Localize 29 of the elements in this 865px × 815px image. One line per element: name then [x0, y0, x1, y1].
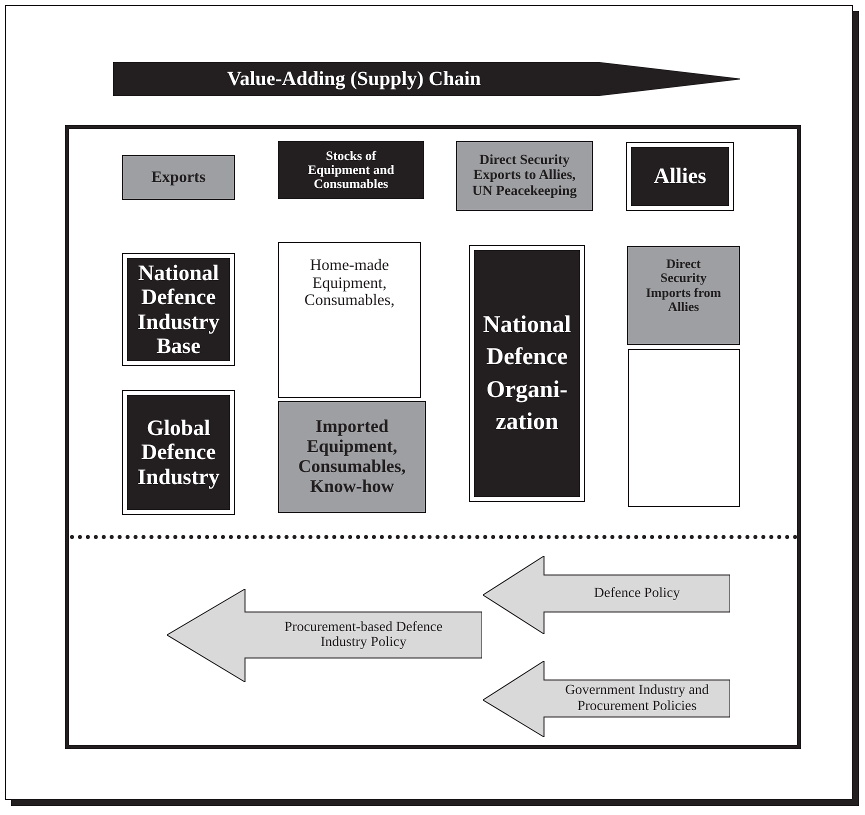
- box-label: Allies: [654, 164, 706, 189]
- process-box: [122, 155, 235, 200]
- process-box: [278, 141, 424, 199]
- pointer-banner: [483, 556, 730, 634]
- chain-banner: [113, 62, 740, 96]
- box-label: Home-made Equipment, Consumables,: [303, 257, 396, 310]
- process-box: [456, 141, 593, 211]
- process-box: [122, 253, 235, 366]
- box-label: Procurement-based Defence Industry Policy: [283, 620, 444, 650]
- process-box: [626, 142, 734, 211]
- process-box: [627, 246, 740, 345]
- banner-label: Value-Adding (Supply) Chain: [227, 68, 481, 90]
- box-label: Direct Security Exports to Allies, UN Peacekeeping: [471, 152, 578, 200]
- pointer-banner: [483, 661, 730, 737]
- process-box: [469, 245, 585, 502]
- box-label: Stocks of Equipment and Consumables: [306, 148, 396, 192]
- box-label: National Defence Industry Base: [136, 261, 220, 358]
- process-box: [278, 242, 421, 398]
- box-label: Exports: [151, 168, 206, 186]
- box-label: Defence Policy: [594, 586, 680, 602]
- box-label: Direct Security Imports from Allies: [644, 257, 722, 314]
- process-box: [278, 401, 426, 513]
- process-box: [122, 390, 235, 515]
- box-label: Global Defence Industry: [136, 416, 220, 489]
- pointer-banner: [167, 589, 482, 682]
- box-label: National Defence Organi- zation: [482, 310, 572, 437]
- box-label: Government Industry and Procurement Policies: [564, 683, 710, 714]
- box-label: Imported Equipment, Consumables, Know-how: [297, 417, 407, 497]
- process-box: [628, 349, 740, 507]
